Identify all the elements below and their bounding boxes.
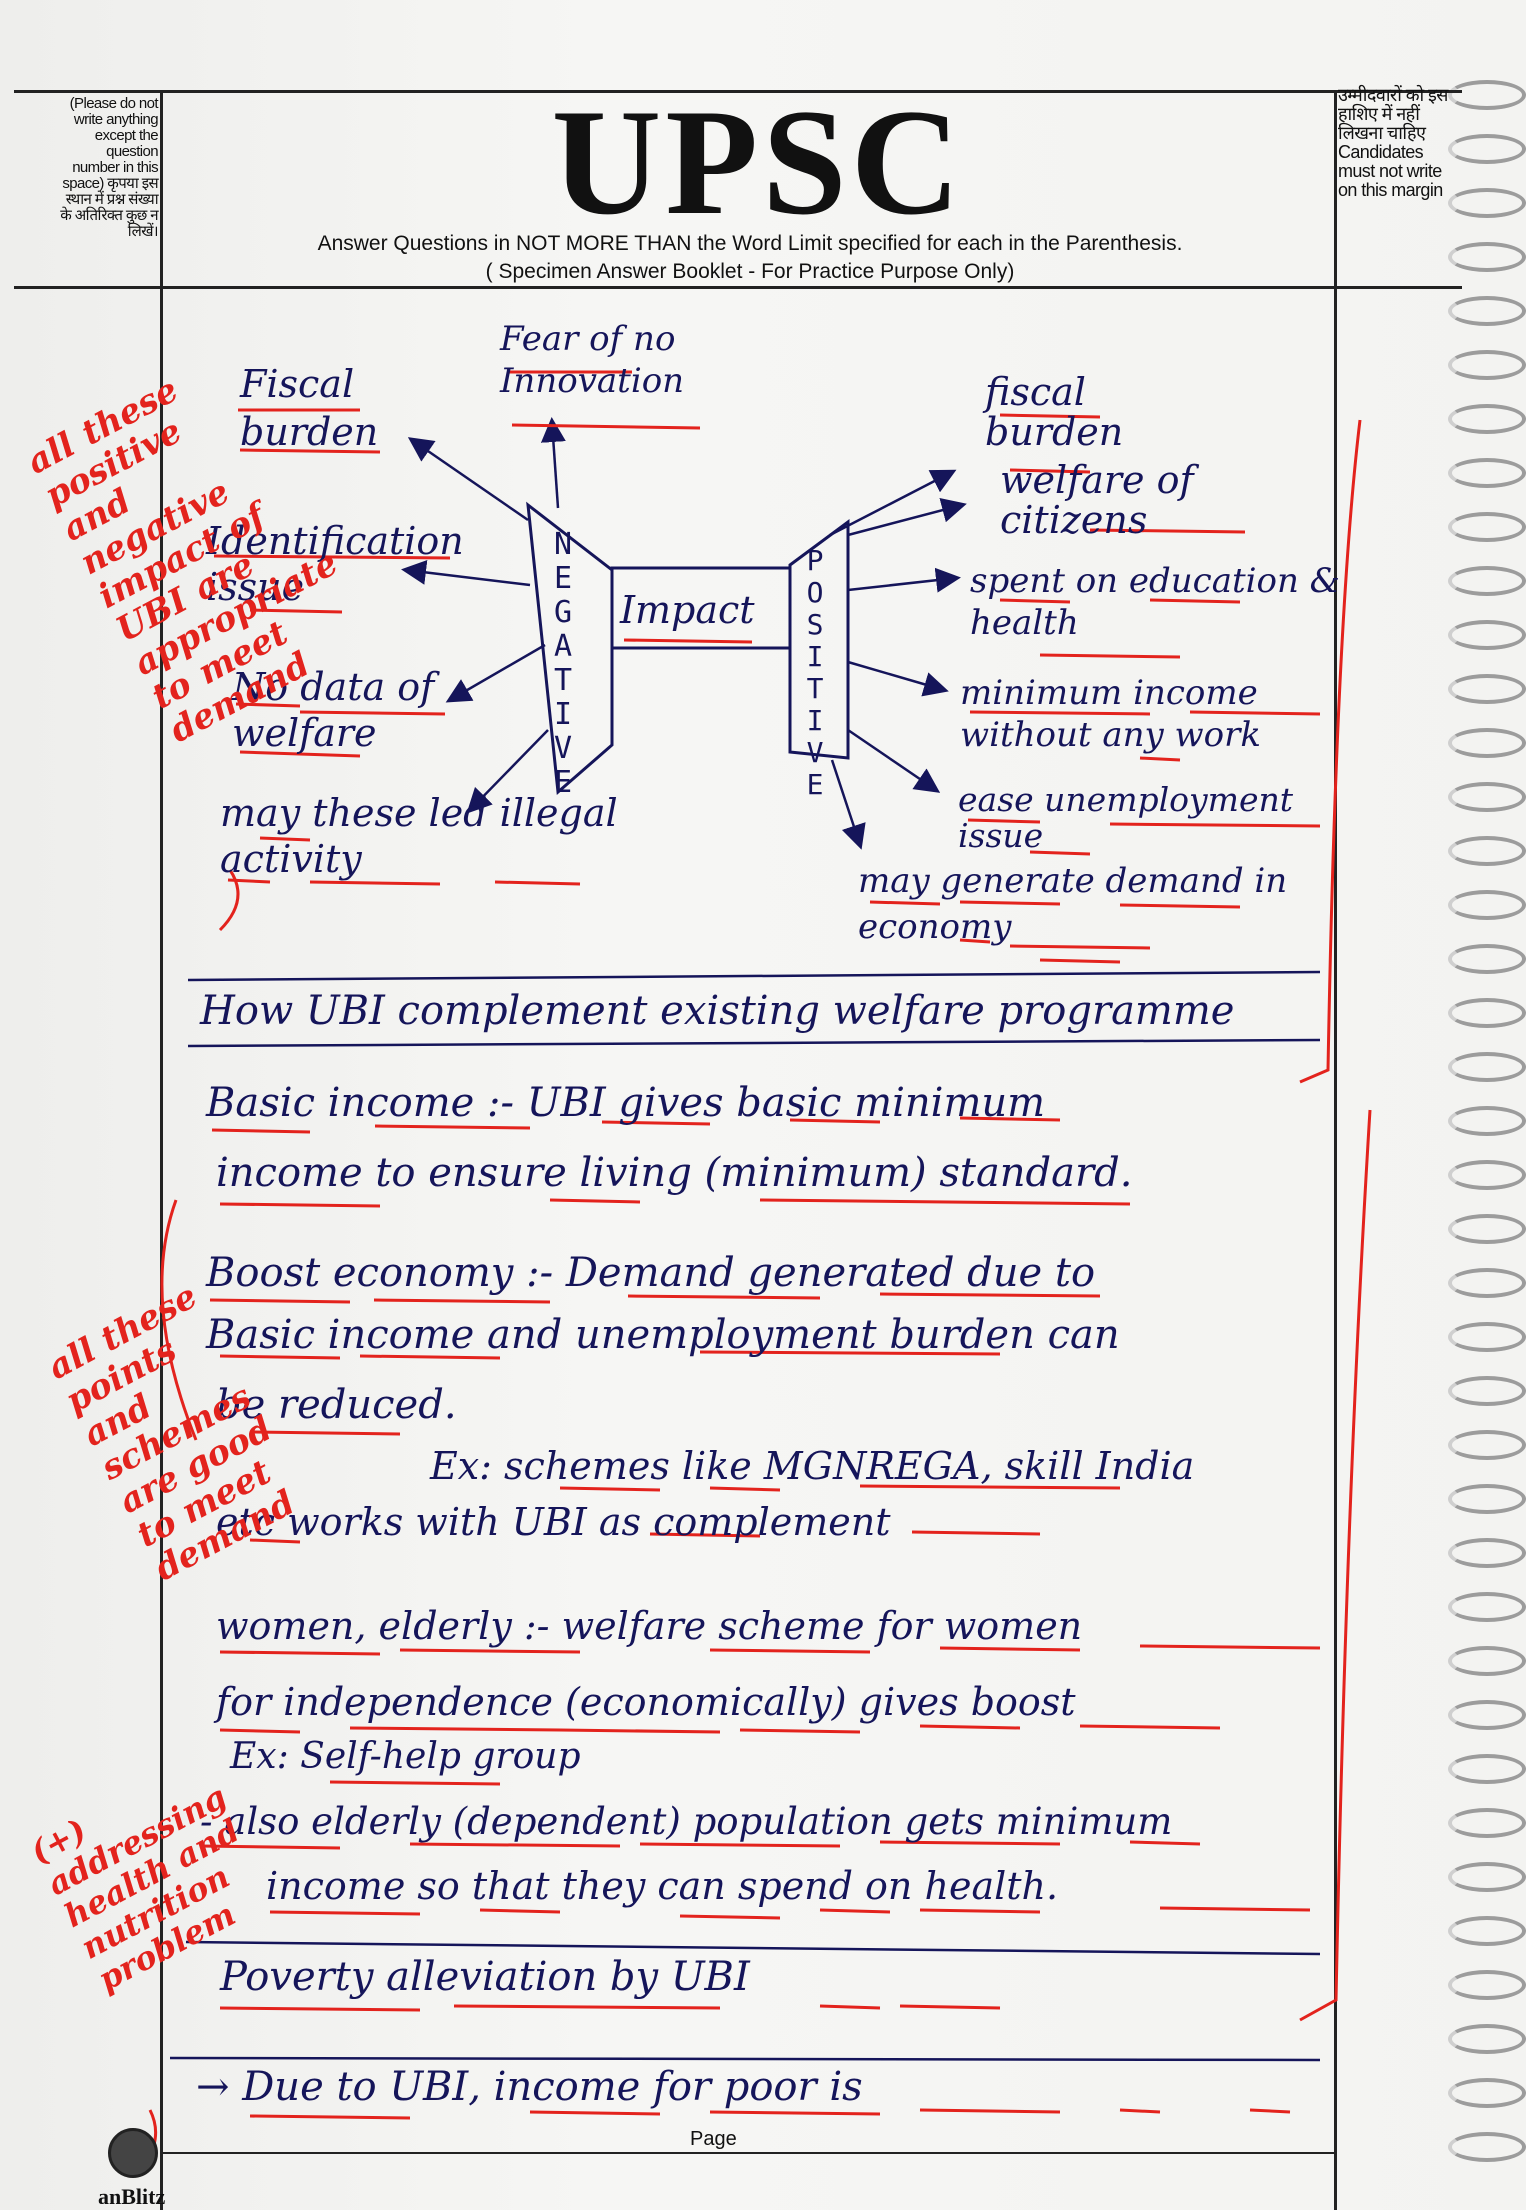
basic-income-line-2: income to ensure living (minimum) standa… bbox=[216, 1150, 1133, 1196]
impact-center-label: Impact bbox=[620, 588, 755, 632]
negative-label: NEGATIVE bbox=[553, 527, 573, 800]
positive-item-minimum-income: minimum income without any work bbox=[960, 673, 1261, 755]
negative-item-identification-issue: Identification issue bbox=[206, 519, 464, 609]
negative-item-fear-no-innovation: Fear of no Innovation bbox=[500, 319, 685, 401]
instruction-line-2: ( Specimen Answer Booklet - For Practice… bbox=[485, 260, 1015, 283]
negative-item-fiscal-burden: Fiscal burden bbox=[240, 362, 379, 454]
women-elderly-line-1: women, elderly :- welfare scheme for wom… bbox=[216, 1604, 1083, 1648]
page-title: UPSC bbox=[551, 78, 965, 246]
boost-economy-line-2: Basic income and unemployment burden can bbox=[206, 1312, 1120, 1358]
right-margin-line bbox=[1334, 90, 1337, 2210]
positive-item-generate-demand: may generate demand in economy bbox=[858, 861, 1288, 947]
logo-mark bbox=[108, 2128, 158, 2178]
positive-label: POSITIVE bbox=[806, 544, 824, 801]
elderly-population-line-2: income so that they can spend on health. bbox=[266, 1864, 1059, 1908]
negative-item-illegal-activity: may these led illegal activity bbox=[220, 791, 618, 881]
elderly-population-line-1: - also elderly (dependent) population ge… bbox=[200, 1800, 1173, 1843]
top-border-line bbox=[14, 90, 1462, 93]
basic-income-line-1: Basic income :- UBI gives basic minimum bbox=[206, 1080, 1046, 1126]
right-margin-instruction: उम्मीदवारों को इस हाशिए में नहीं लिखना च… bbox=[1338, 85, 1448, 200]
positive-item-unemployment: ease unemployment issue bbox=[958, 780, 1294, 855]
boost-economy-line-3: be reduced. bbox=[216, 1382, 457, 1428]
footer-line bbox=[160, 2152, 1336, 2154]
logo-text: anBlitz bbox=[98, 2184, 166, 2209]
negative-item-no-data-welfare: No data of welfare bbox=[232, 665, 435, 755]
positive-item-fiscal-burden: fiscal burden bbox=[985, 370, 1124, 454]
page-label: Page bbox=[690, 2128, 737, 2150]
boost-economy-line-1: Boost economy :- Demand generated due to bbox=[206, 1250, 1096, 1296]
women-elderly-line-2: for independence (economically) gives bo… bbox=[216, 1680, 1076, 1724]
example-schemes-line-2: etc works with UBI as complement bbox=[216, 1500, 891, 1544]
women-elderly-line-3: Ex: Self-help group bbox=[230, 1736, 581, 1777]
poverty-line-1: → Due to UBI, income for poor is bbox=[196, 2064, 863, 2110]
left-margin-line bbox=[160, 90, 163, 2210]
header-bottom-line bbox=[14, 286, 1462, 289]
instruction-line-1: Answer Questions in NOT MORE THAN the Wo… bbox=[317, 232, 1183, 255]
heading-poverty-alleviation: Poverty alleviation by UBI bbox=[220, 1954, 750, 2000]
left-margin-instruction: (Please do not write anything except the… bbox=[60, 95, 158, 240]
heading-ubi-complement: How UBI complement existing welfare prog… bbox=[200, 988, 1235, 1034]
positive-item-education-health: spent on education & health bbox=[970, 561, 1340, 643]
positive-item-welfare-citizens: welfare of citizens bbox=[1000, 458, 1194, 542]
example-schemes-line-1: Ex: schemes like MGNREGA, skill India bbox=[430, 1444, 1195, 1488]
